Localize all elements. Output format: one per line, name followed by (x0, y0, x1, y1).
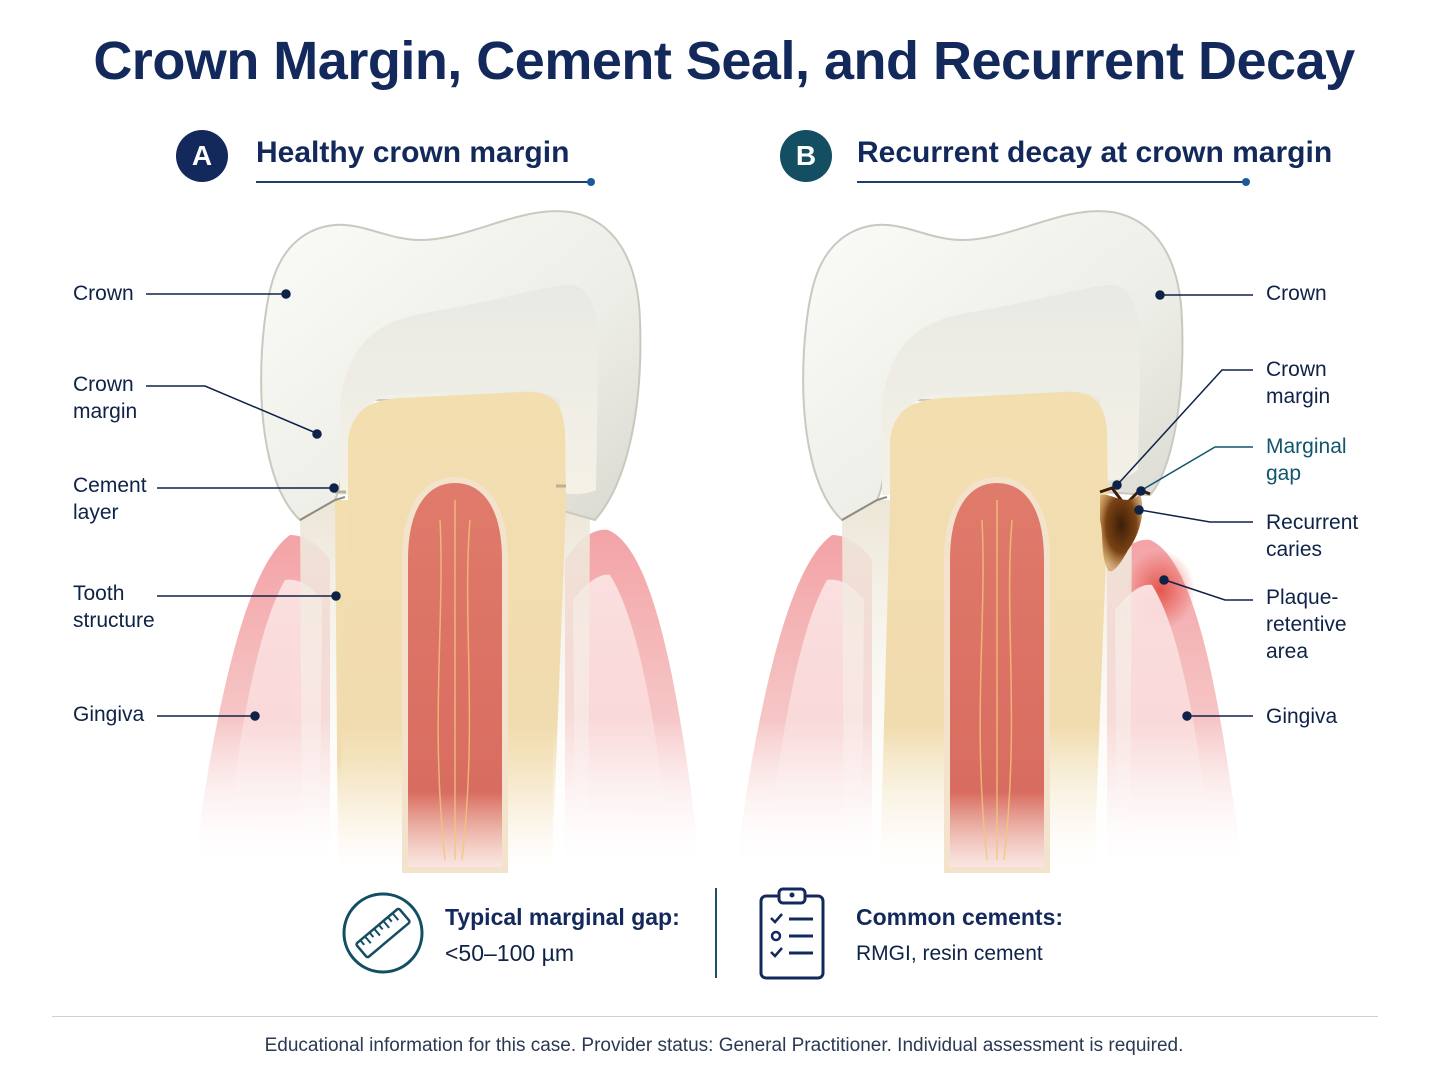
label-gingiva-a: Gingiva (73, 703, 145, 726)
panel-a-leaders (146, 289, 341, 721)
cements-stat-title: Common cements: (856, 904, 1064, 930)
label-cement-layer-a: Cement layer (73, 474, 147, 524)
panel-b-badge: B (780, 130, 832, 182)
gap-stat-value: <50–100 µm (445, 940, 574, 966)
panel-a-tooth (198, 210, 698, 873)
panel-a-title-underline (256, 178, 595, 186)
label-crown-margin-a: Crown margin (73, 373, 138, 423)
panel-b-title: Recurrent decay at crown margin (857, 136, 1333, 169)
cement-line (335, 484, 566, 494)
label-crown-a: Crown (73, 282, 134, 305)
footer-disclaimer: Educational information for this case. P… (264, 1035, 1184, 1056)
label-plaque-area-b: Plaque- retentive area (1266, 586, 1347, 663)
panel-a-badge: A (176, 130, 228, 182)
label-crown-b: Crown (1266, 282, 1327, 305)
panel-b-tooth (740, 210, 1240, 873)
label-crown-margin-b: Crown margin (1266, 358, 1331, 408)
panel-b-header: B Recurrent decay at crown margin (780, 130, 1332, 190)
label-tooth-structure-a: Tooth structure (73, 582, 155, 632)
label-gingiva-b: Gingiva (1266, 705, 1338, 728)
label-recurrent-caries-b: Recurrent caries (1266, 511, 1359, 561)
recurrent-caries (1100, 494, 1143, 572)
panel-b-leaders (1112, 290, 1253, 721)
page-title: Crown Margin, Cement Seal, and Recurrent… (93, 31, 1355, 91)
footer-divider (52, 1016, 1378, 1017)
panel-a-title: Healthy crown margin (256, 136, 570, 169)
label-marginal-gap-b: Marginal gap (1266, 435, 1347, 485)
clipboard-checklist-icon (759, 887, 825, 980)
stats-divider (715, 888, 717, 978)
ruler-icon (342, 892, 424, 974)
tooth-illustrations (146, 210, 1253, 873)
panel-a-header: A Healthy crown margin (176, 130, 616, 190)
cements-stat-value: RMGI, resin cement (856, 942, 1043, 965)
gap-stat-title: Typical marginal gap: (445, 904, 680, 930)
panel-b-title-underline (857, 178, 1250, 186)
